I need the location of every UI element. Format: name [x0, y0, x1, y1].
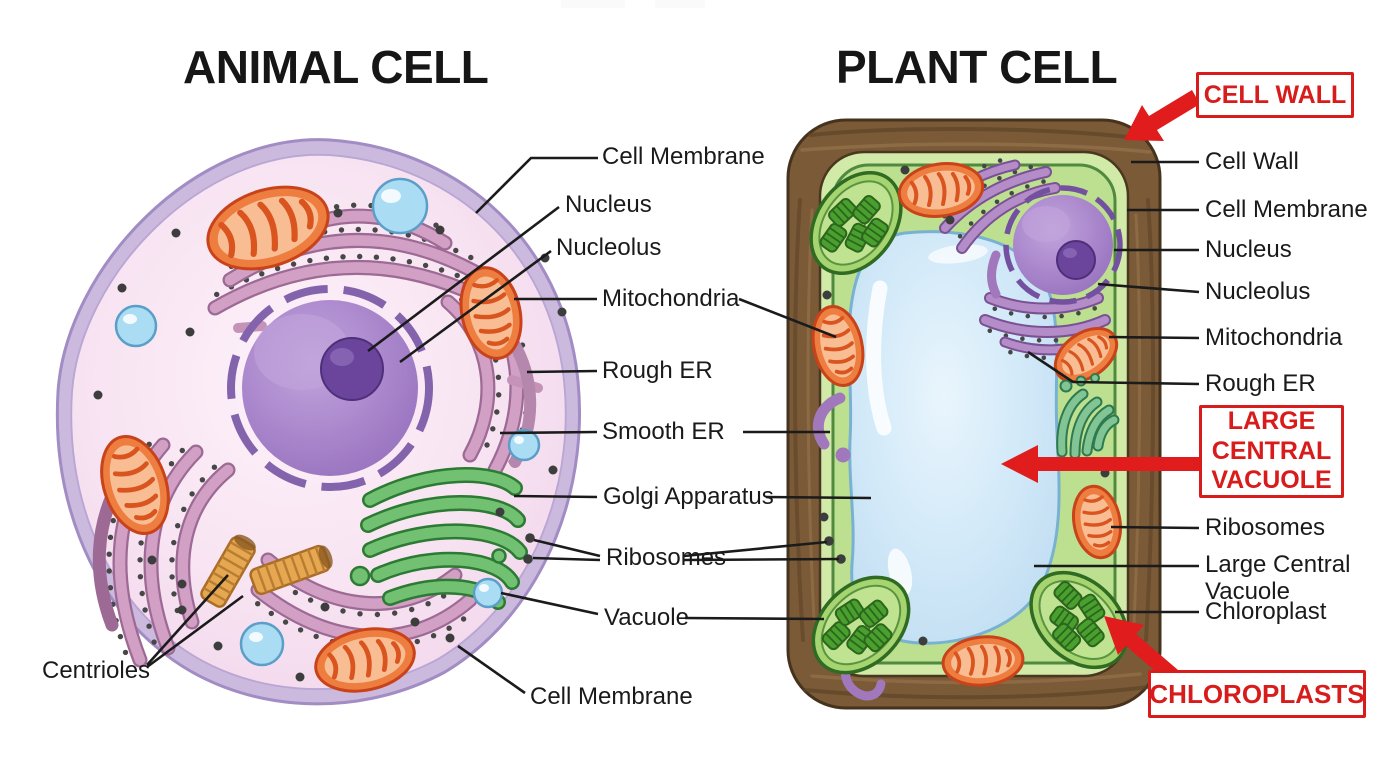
pointer-plant-mitochondria-right: [1108, 335, 1200, 340]
animal-vesicle: [371, 177, 429, 235]
plant-chloroplast: [811, 575, 911, 675]
label-plant-large-central-vacuole: Large Central Vacuole: [1205, 551, 1351, 606]
animal-vesicle: [239, 621, 285, 667]
plant-mitochondrion: [811, 305, 865, 387]
plant-cell-title: PLANT CELL: [836, 41, 1118, 93]
animal-vesicles: [114, 177, 541, 667]
label-animal-nucleus: Nucleus: [565, 190, 652, 218]
pointer-centriole-1: [146, 574, 229, 666]
pointer-animal-rough-er: [526, 369, 598, 374]
plant-chloroplast: [809, 170, 903, 276]
pointer-plant-ribosome-2: [683, 557, 840, 562]
pointer-plant-vacuole-left: [684, 616, 825, 621]
plant-mitochondrion: [941, 635, 1025, 687]
animal-cell-title: ANIMAL CELL: [183, 41, 489, 93]
er-ribosome-dots: [264, 571, 447, 618]
plant-nucleus: [1003, 185, 1123, 305]
animal-vesicle: [507, 428, 541, 462]
pointer-animal-vacuole: [500, 591, 599, 616]
plant-cell-illustration: [786, 118, 1162, 710]
animal-mitochondrion: [459, 266, 523, 360]
pointer-animal-cell-membrane-top: [475, 156, 598, 214]
pointer-animal-cell-membrane-bottom: [457, 644, 526, 695]
pointer-animal-golgi: [513, 494, 598, 499]
animal-free-ribosomes: [93, 208, 567, 682]
label-animal-rough-er: Rough ER: [602, 356, 713, 384]
pointer-plant-ribosome-1: [683, 540, 828, 558]
label-animal-cell-membrane-bottom: Cell Membrane: [530, 682, 693, 710]
er-ribosome-dots: [992, 306, 1097, 320]
plant-chloroplast: [1029, 570, 1129, 670]
label-plant-cell-membrane: Cell Membrane: [1205, 195, 1368, 223]
animal-mitochondrion: [206, 185, 330, 271]
callout-chloroplasts: CHLOROPLASTS: [1148, 670, 1366, 718]
label-plant-nucleus: Nucleus: [1205, 235, 1292, 263]
label-animal-nucleolus: Nucleolus: [556, 233, 662, 261]
animal-centriole: [249, 544, 333, 596]
label-plant-chloroplast: Chloroplast: [1205, 597, 1327, 625]
animal-cell-illustration: [55, 138, 581, 706]
animal-nucleus: [227, 285, 433, 491]
callout-cell-wall: CELL WALL: [1196, 72, 1354, 118]
animal-nucleolus: [320, 337, 384, 401]
er-ribosome-dots: [957, 179, 1046, 239]
cell-wall-arrow: [1124, 90, 1200, 141]
pointer-plant-nucleolus: [1097, 282, 1200, 294]
large-central-vacuole-arrow: [1001, 445, 1200, 483]
label-animal-mitochondria: Mitochondria: [602, 284, 740, 312]
er-ribosome-dots: [169, 464, 218, 614]
animal-mitochondrion: [100, 434, 170, 536]
plant-mitochondrion: [897, 162, 985, 218]
pointer-plant-mitochondria-left: [738, 297, 837, 339]
pointer-centriole-2: [146, 594, 244, 669]
pointer-plant-rough-er: [1027, 350, 1200, 386]
animal-vacuole: [472, 577, 504, 609]
top-edge-fragment: [561, 0, 625, 8]
label-animal-cell-membrane-top: Cell Membrane: [602, 142, 765, 170]
label-plant-mitochondria: Mitochondria: [1205, 323, 1343, 351]
plant-mitochondrion: [1072, 484, 1122, 560]
plant-golgi-apparatus: [1056, 373, 1120, 460]
pointer-animal-ribosome-1: [533, 538, 601, 558]
pointer-animal-nucleus: [367, 205, 560, 353]
pointer-lines: [146, 156, 1200, 695]
animal-vesicle: [114, 304, 158, 348]
label-plant-ribosomes: Ribosomes: [1205, 513, 1326, 541]
label-animal-ribosomes: Ribosomes: [606, 543, 727, 571]
pointer-plant-golgi-direction: [765, 495, 872, 500]
label-animal-vacuole: Vacuole: [604, 603, 689, 631]
label-plant-rough-er: Rough ER: [1205, 369, 1316, 397]
plant-mitochondrion: [1053, 326, 1119, 384]
plant-nucleolus: [1056, 240, 1096, 280]
pointer-animal-smooth-er: [499, 430, 598, 435]
label-plant-nucleolus: Nucleolus: [1205, 277, 1311, 305]
label-animal-centrioles: Centrioles: [42, 656, 151, 684]
pointer-animal-ribosome-2: [532, 556, 601, 562]
label-animal-smooth-er: Smooth ER: [602, 417, 725, 445]
pointer-animal-nucleolus: [399, 249, 552, 364]
label-animal-golgi-apparatus: Golgi Apparatus: [603, 482, 774, 510]
callout-large-central-vacuole: LARGE CENTRAL VACUOLE: [1199, 405, 1344, 498]
pointer-plant-ribosomes-right: [1110, 525, 1200, 530]
top-edge-fragment: [655, 0, 705, 8]
animal-mitochondrion: [314, 627, 416, 693]
label-plant-cell-wall: Cell Wall: [1205, 147, 1299, 175]
